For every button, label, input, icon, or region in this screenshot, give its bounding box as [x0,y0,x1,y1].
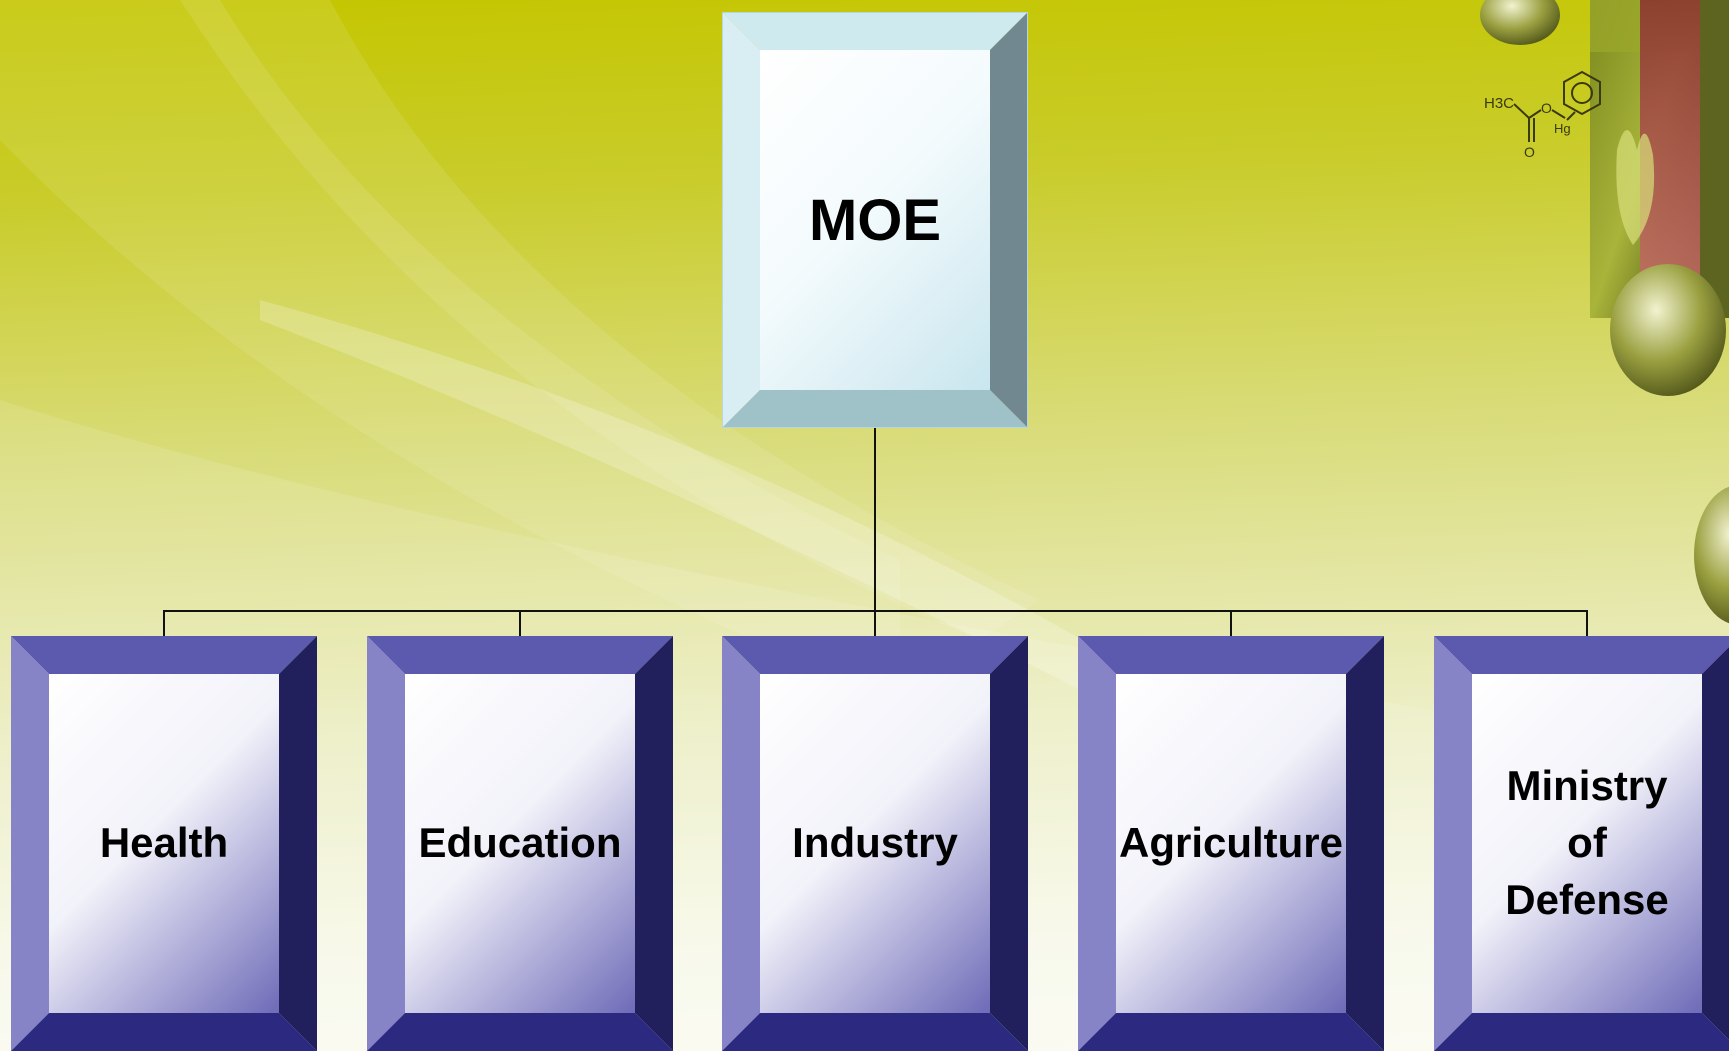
connector-drop-5 [1586,610,1588,636]
child-bevel-frame [367,636,673,1051]
org-node-root-label: MOE [760,50,990,390]
molecule-icon: H3C O O Hg [1484,70,1601,160]
sphere-edge-icon [1694,486,1729,624]
org-node-health: Health [11,636,317,1051]
org-node-health-label: Health [49,674,279,1013]
org-node-industry: Industry [722,636,1028,1051]
child-bevel-frame [1078,636,1384,1051]
connector-drop-2 [519,610,521,636]
root-bevel-frame [722,12,1028,428]
org-node-ministry-of-defense-label: Ministry of Defense [1472,674,1702,1013]
svg-text:H3C: H3C [1484,95,1514,112]
photo-strip-red [1640,0,1700,280]
sphere-middle-icon [1610,264,1726,396]
svg-text:O: O [1541,100,1552,116]
org-node-education: Education [367,636,673,1051]
org-node-education-label: Education [405,674,635,1013]
connector-drop-1 [163,610,165,636]
child-bevel-frame [1434,636,1729,1051]
connector-drop-3 [874,610,876,636]
org-node-agriculture: Agriculture [1078,636,1384,1051]
org-node-agriculture-label: Agriculture [1116,674,1346,1013]
org-node-industry-label: Industry [760,674,990,1013]
connector-root-stem [874,428,876,612]
decorative-collage: H3C O O Hg [1480,0,1729,624]
org-node-root: MOE [722,12,1028,428]
child-bevel-frame [11,636,317,1051]
sphere-top-icon [1480,0,1560,45]
connector-drop-4 [1230,610,1232,636]
svg-text:Hg: Hg [1554,121,1571,136]
org-node-ministry-of-defense: Ministry of Defense [1434,636,1729,1051]
child-bevel-frame [722,636,1028,1051]
svg-text:O: O [1524,144,1535,160]
